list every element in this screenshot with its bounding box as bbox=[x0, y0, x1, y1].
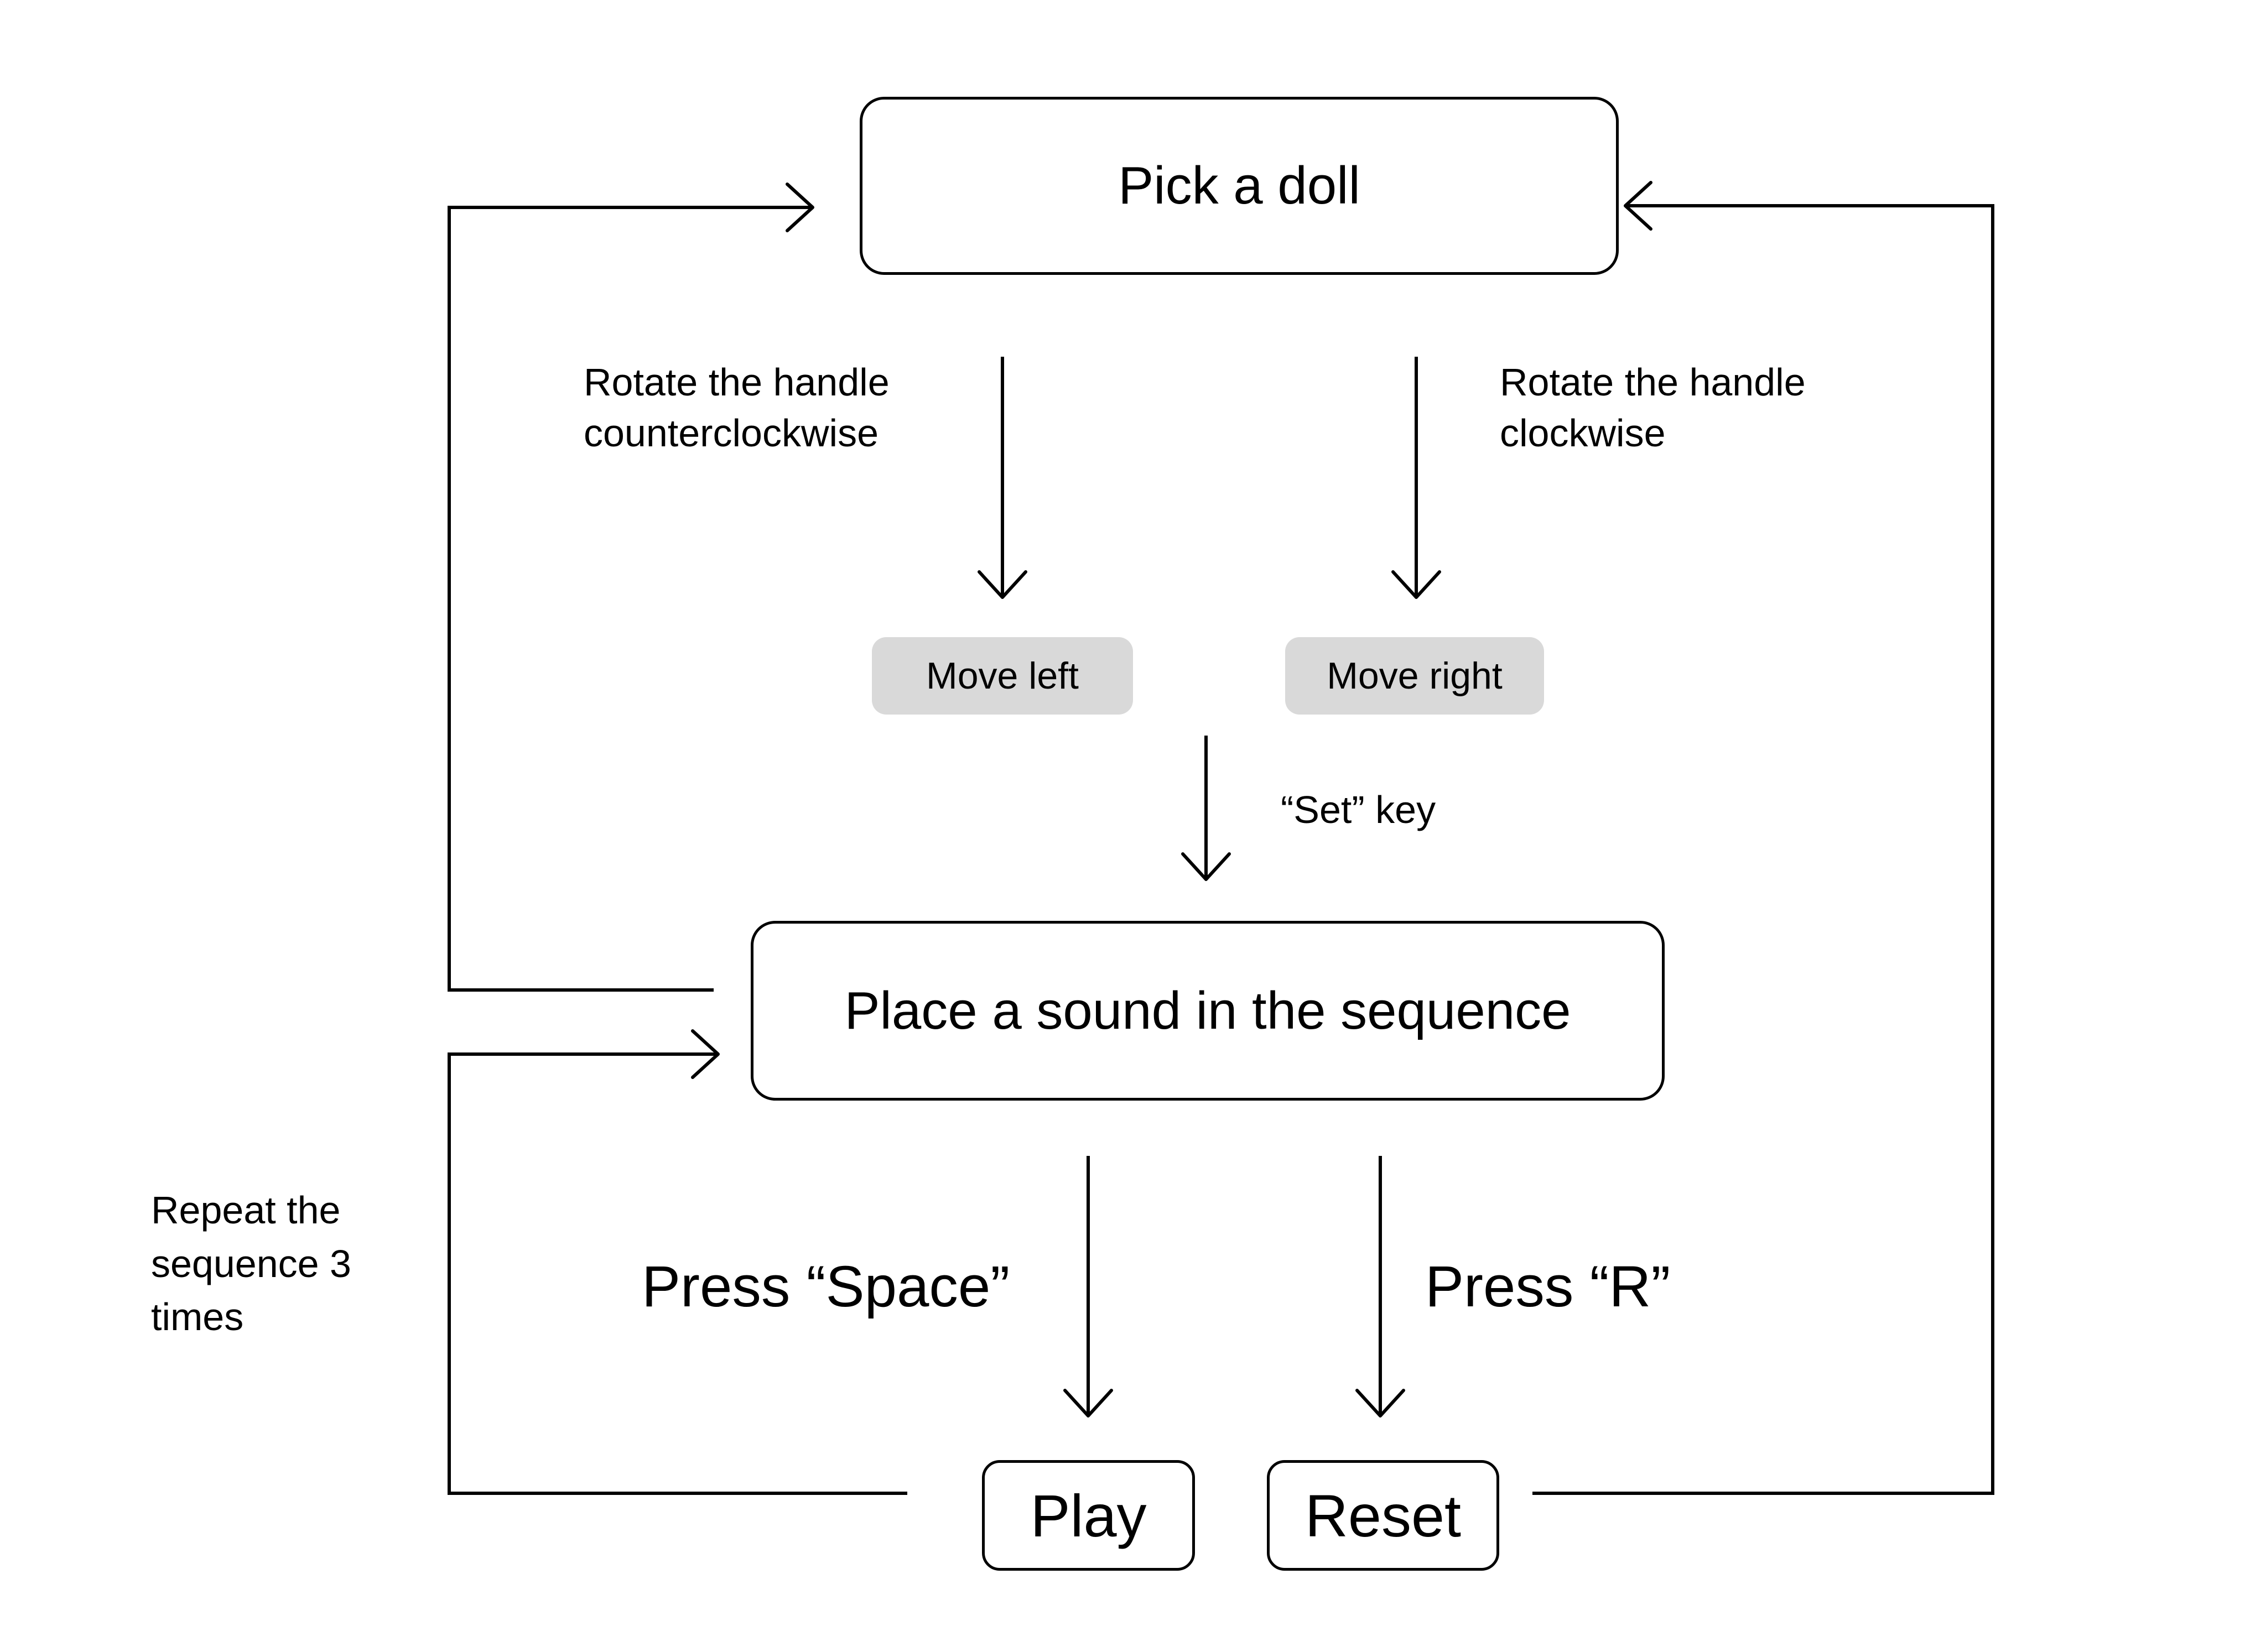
connector-reset-loop-to-pick bbox=[1532, 181, 1994, 1495]
node-place-a-sound-label: Place a sound in the sequence bbox=[844, 981, 1571, 1040]
node-pick-a-doll-label: Pick a doll bbox=[1118, 156, 1360, 215]
node-move-right-label: Move right bbox=[1327, 655, 1503, 697]
node-move-left: Move left bbox=[872, 637, 1133, 715]
connector-play-loop-to-place bbox=[448, 1029, 907, 1495]
node-play-label: Play bbox=[1030, 1482, 1147, 1549]
edge-label-repeat-sequence: Repeat the sequence 3 times bbox=[151, 1189, 351, 1339]
connector-place-loop-to-pick bbox=[448, 183, 814, 992]
node-pick-a-doll: Pick a doll bbox=[860, 97, 1619, 275]
node-move-left-label: Move left bbox=[926, 655, 1079, 697]
edge-label-press-space: Press “Space” bbox=[642, 1254, 1010, 1319]
node-reset: Reset bbox=[1267, 1460, 1499, 1571]
node-reset-label: Reset bbox=[1304, 1482, 1462, 1549]
edge-label-set-key: “Set” key bbox=[1281, 788, 1436, 831]
node-move-right: Move right bbox=[1285, 637, 1544, 715]
edge-label-rotate-counterclockwise: Rotate the handle counterclockwise bbox=[584, 361, 890, 455]
node-place-a-sound: Place a sound in the sequence bbox=[751, 921, 1665, 1101]
node-play: Play bbox=[982, 1460, 1195, 1571]
edge-label-rotate-clockwise: Rotate the handle clockwise bbox=[1500, 361, 1806, 455]
edge-label-press-r: Press “R” bbox=[1425, 1254, 1671, 1319]
